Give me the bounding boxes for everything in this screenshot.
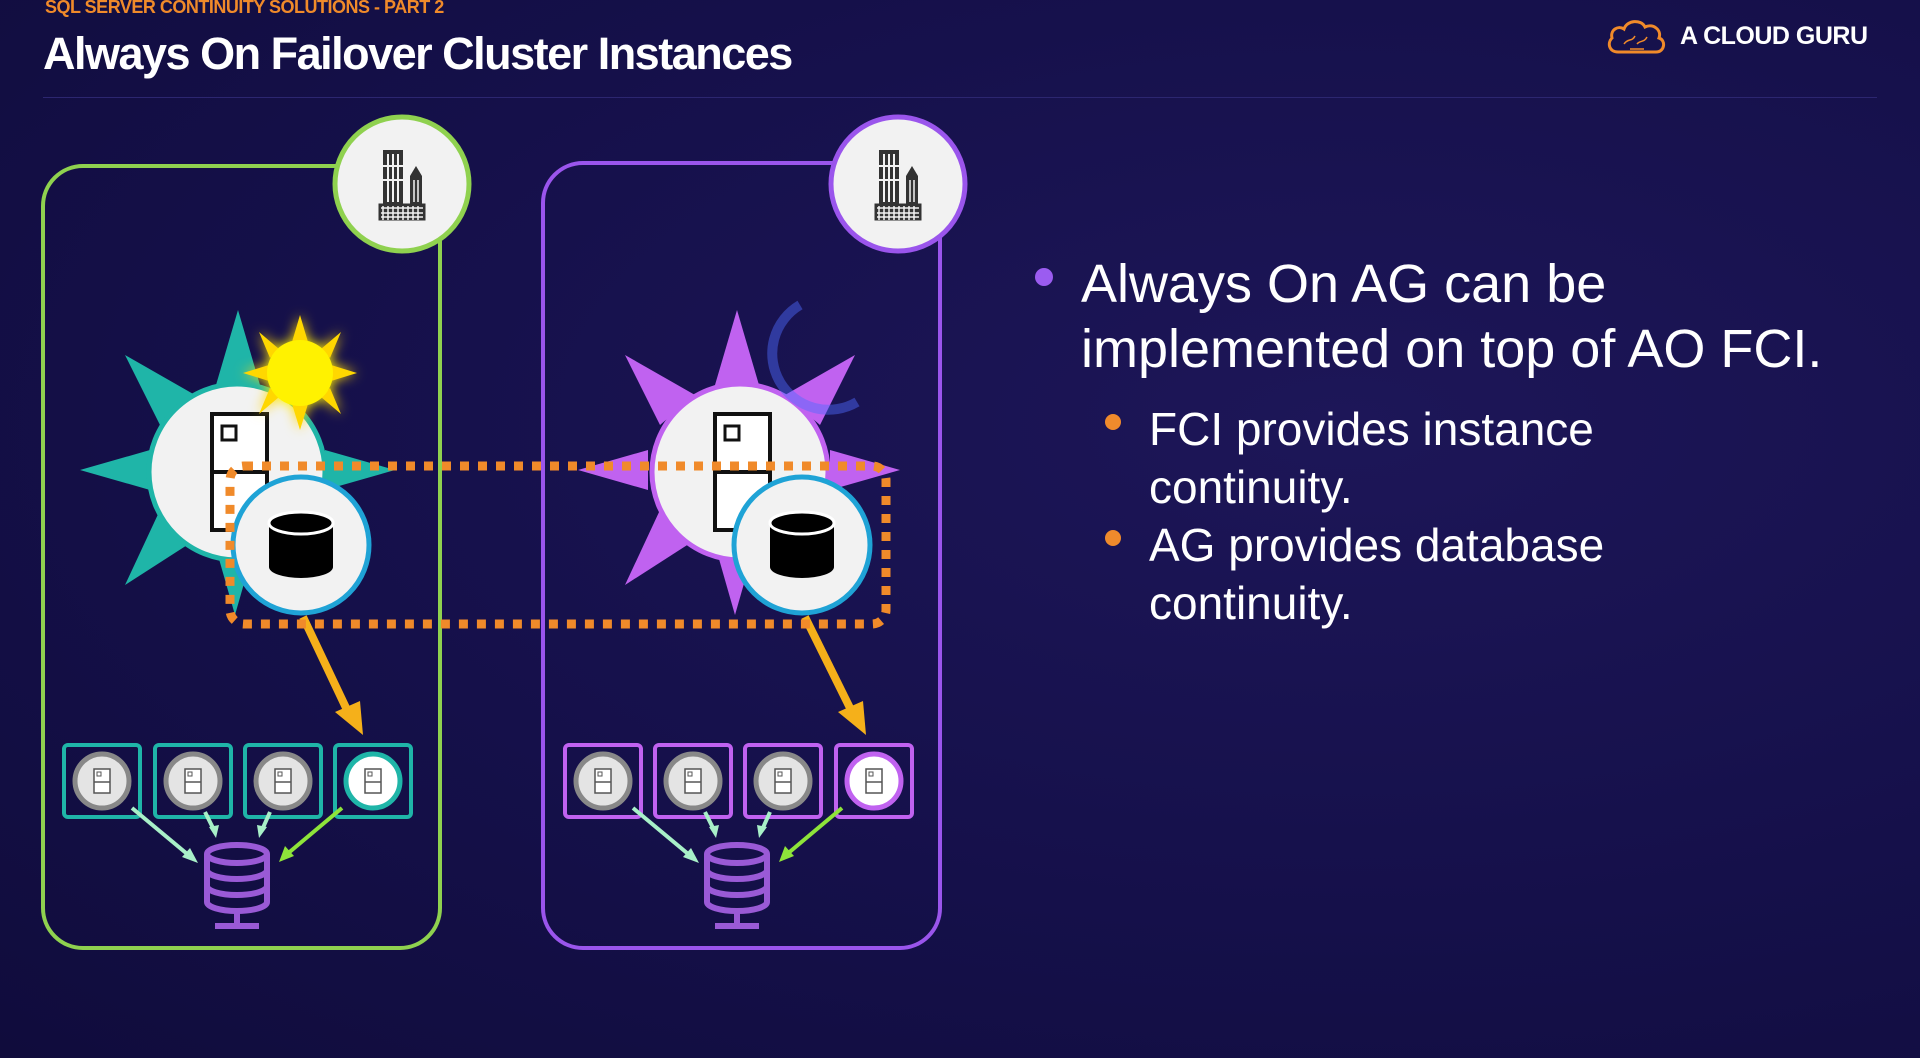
failover-arrow	[801, 615, 866, 735]
bullet-item: Always On AG can be implemented on top o…	[1035, 252, 1855, 382]
storage-links	[631, 806, 844, 863]
server-node-active	[80, 310, 395, 615]
cluster-diagram	[41, 114, 968, 950]
sub-bullet-marker	[1105, 414, 1121, 430]
sub-bullet-item: FCI provides instance continuity.	[1105, 400, 1855, 516]
bullet-text: Always On AG can be implemented on top o…	[1081, 254, 1823, 379]
failover-arrow	[299, 615, 363, 735]
slide-kicker: SQL SERVER CONTINUITY SOLUTIONS - PART 2	[45, 0, 444, 17]
node-row	[62, 743, 413, 819]
storage-links	[130, 806, 344, 863]
site-day	[41, 114, 472, 950]
availability-group-boundary	[225, 461, 891, 629]
node-row	[563, 743, 914, 819]
brand-logo: A CLOUD GURU	[1604, 16, 1868, 56]
cloud-icon	[1607, 20, 1665, 54]
city-building-icon	[332, 114, 472, 254]
moon-icon	[767, 300, 860, 415]
sub-bullet-text: AG provides database continuity.	[1149, 519, 1605, 629]
database-icon	[731, 474, 873, 616]
brand-name: A CLOUD GURU	[1680, 21, 1868, 50]
site-night-boundary	[541, 161, 942, 950]
sub-bullet-item: AG provides database continuity.	[1105, 516, 1855, 632]
bullet-list: Always On AG can be implemented on top o…	[1035, 252, 1855, 632]
site-day-boundary	[41, 164, 442, 950]
city-building-icon	[828, 114, 968, 254]
slide-title: Always On Failover Cluster Instances	[43, 28, 793, 79]
sub-bullet-text: FCI provides instance continuity.	[1149, 403, 1594, 513]
sun-icon	[243, 315, 357, 430]
title-divider	[43, 97, 1877, 98]
bullet-marker	[1035, 268, 1053, 286]
storage-stack-icon	[207, 845, 267, 926]
database-icon	[230, 474, 372, 616]
storage-stack-icon	[707, 845, 767, 926]
sub-bullet-marker	[1105, 530, 1121, 546]
site-night	[541, 114, 968, 950]
